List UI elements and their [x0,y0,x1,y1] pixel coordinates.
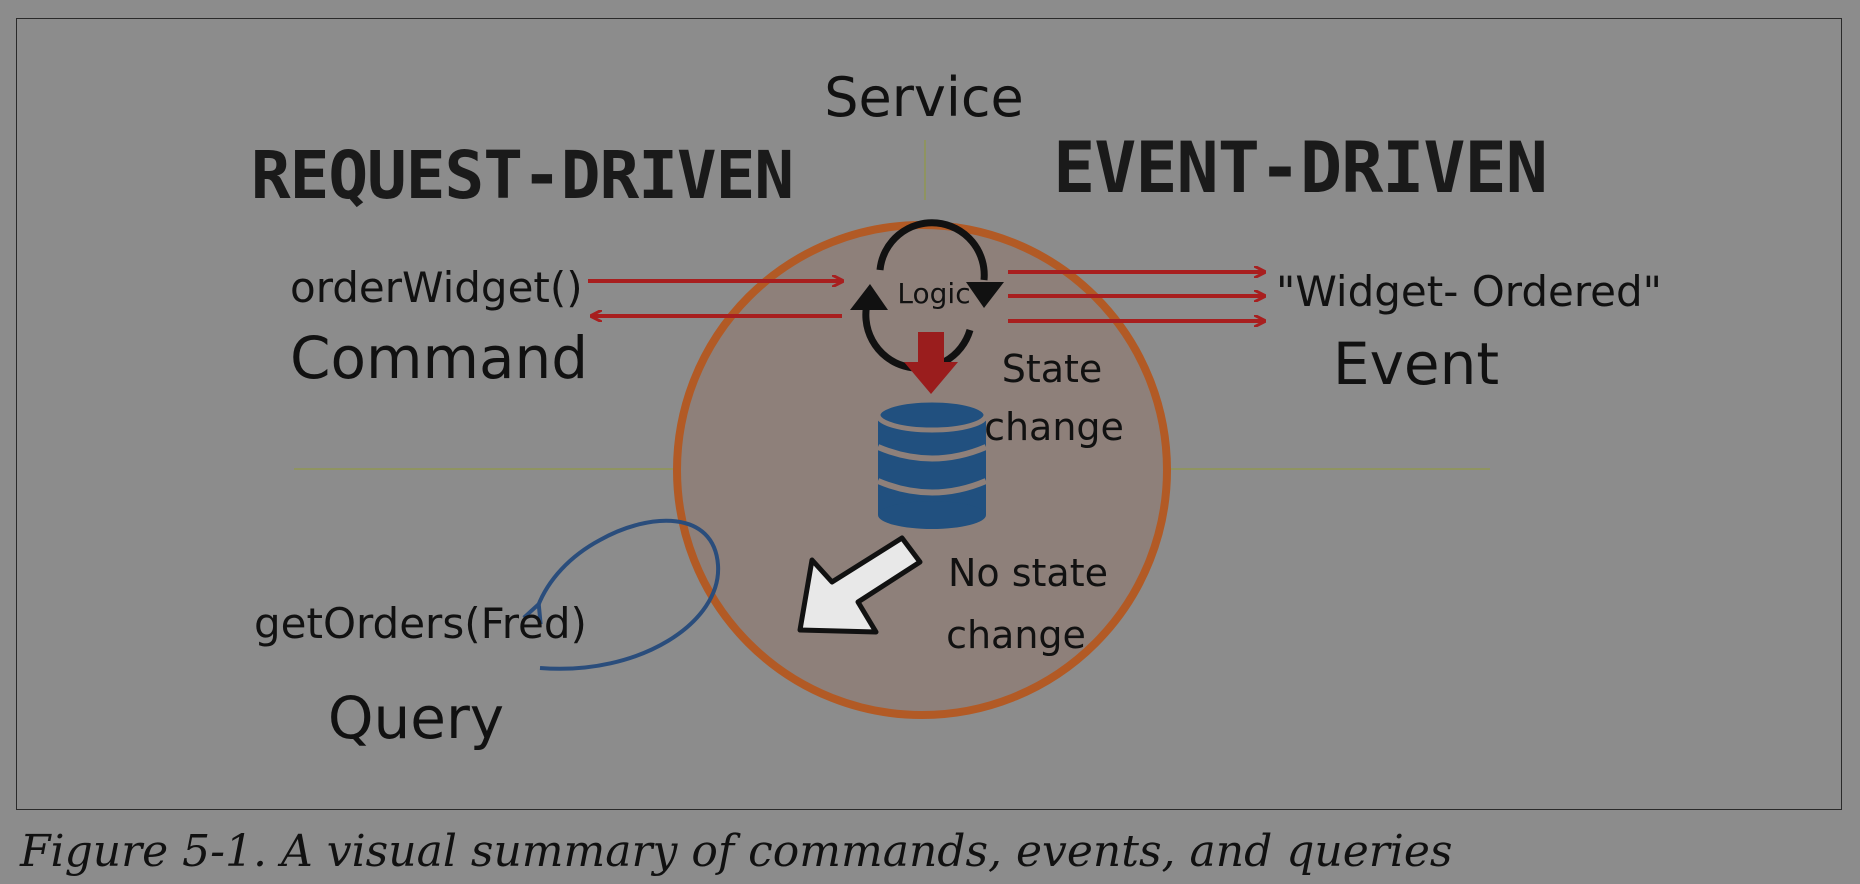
state-change-arrow [904,332,958,394]
no-state-change-line1: No state [948,551,1108,595]
command-call: orderWidget() [290,263,583,312]
cqrs-diagram: Service REQUEST-DRIVEN EVENT-DRIVEN Logi… [251,66,1662,752]
event-name: "Widget- Ordered" [1276,267,1662,316]
figure-caption: Figure 5-1. A visual summary of commands… [20,826,1453,877]
command-label: Command [290,324,588,392]
service-label: Service [824,66,1024,129]
state-change-line1: State [1002,347,1103,391]
request-driven-heading: REQUEST-DRIVEN [251,137,793,214]
query-loop-arrow [538,518,721,671]
figure-frame [16,18,1842,810]
event-driven-heading: EVENT-DRIVEN [1053,127,1547,209]
logic-cycle-icon [850,219,1004,372]
state-change-line2: change [984,405,1124,449]
query-call: getOrders(Fred) [254,599,587,648]
event-label: Event [1333,330,1499,398]
no-state-change-arrow [797,535,923,635]
logic-label: Logic [897,277,970,310]
database-icon [875,397,989,529]
no-state-change-line2: change [946,613,1086,657]
query-label: Query [328,684,504,752]
